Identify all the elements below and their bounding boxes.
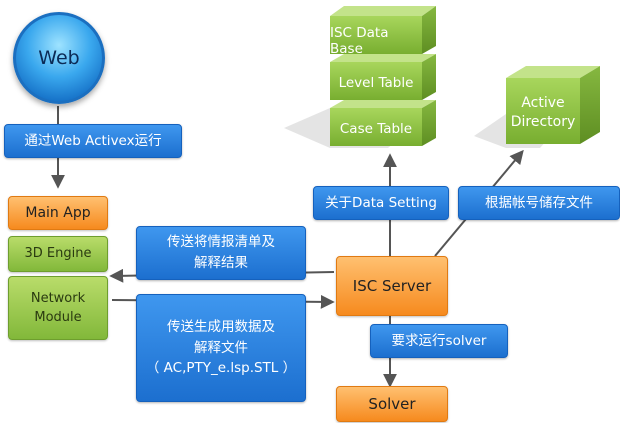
solver-box: Solver — [336, 386, 448, 422]
database-stack — [284, 6, 436, 148]
ad-line2: Directory — [510, 114, 576, 130]
isc-server-text: ISC Server — [352, 277, 432, 295]
network-module-box: Network Module — [8, 276, 108, 340]
store-files-text: 根据帐号储存文件 — [485, 194, 593, 211]
main-app-text: Main App — [25, 205, 91, 221]
send-info-label: 传送将情报清单及 解释结果 — [136, 226, 306, 280]
solver-text: Solver — [368, 395, 416, 413]
3d-engine-box: 3D Engine — [8, 236, 108, 272]
db-layer-level-text: Level Table — [338, 75, 414, 91]
send-gen-label: 传送生成用数据及 解释文件 （ AC,PTY_e.lsp.STL ） — [136, 294, 306, 402]
ad-line1: Active — [521, 95, 565, 112]
db-layer-base-text: ISC Data Base — [330, 25, 389, 57]
store-files-label: 根据帐号储存文件 — [458, 186, 620, 220]
db-layer-level-top — [330, 54, 436, 62]
data-setting-label: 关于Data Setting — [313, 186, 449, 220]
db-layer-base-front — [330, 16, 422, 54]
send-info-line1: 传送将情报清单及 — [167, 234, 275, 251]
send-gen-line3: （ AC,PTY_e.lsp.STL ） — [145, 360, 297, 377]
activex-text: 通过Web Activex运行 — [24, 132, 162, 149]
db-layer-case-side — [422, 100, 436, 146]
ad-cube-side — [580, 66, 600, 144]
db-layer-level-side — [422, 54, 436, 100]
run-solver-text: 要求运行solver — [391, 332, 487, 349]
network-line2: Module — [34, 310, 82, 325]
main-app-box: Main App — [8, 196, 108, 230]
db-layer-case-label: Case Table — [330, 110, 422, 148]
network-line1: Network — [30, 290, 86, 306]
db-layer-base-label: ISC Data Base — [330, 22, 422, 60]
web-globe: Web — [13, 12, 105, 104]
db-layer-level-front — [330, 62, 422, 100]
db-layer-base-top — [330, 6, 436, 16]
send-info-line2: 解释结果 — [194, 255, 248, 271]
db-layer-level-label: Level Table — [330, 64, 422, 102]
isc-server-box: ISC Server — [336, 256, 448, 316]
3d-engine-text: 3D Engine — [24, 246, 92, 262]
ad-cube-front — [506, 78, 580, 144]
web-label: Web — [38, 47, 80, 69]
send-gen-line1: 传送生成用数据及 — [167, 318, 275, 335]
db-layer-case-text: Case Table — [339, 121, 413, 137]
active-directory-cube — [474, 66, 600, 148]
send-gen-line2: 解释文件 — [194, 339, 248, 356]
activex-label: 通过Web Activex运行 — [4, 124, 182, 158]
db-layer-case-front — [330, 108, 422, 146]
active-directory-label: Active Directory — [506, 82, 580, 144]
ad-cube-top — [506, 66, 600, 78]
db-layer-case-top — [330, 100, 436, 108]
run-solver-label: 要求运行solver — [370, 324, 508, 358]
db-layer-base-side — [422, 6, 436, 54]
data-setting-text: 关于Data Setting — [325, 194, 437, 211]
